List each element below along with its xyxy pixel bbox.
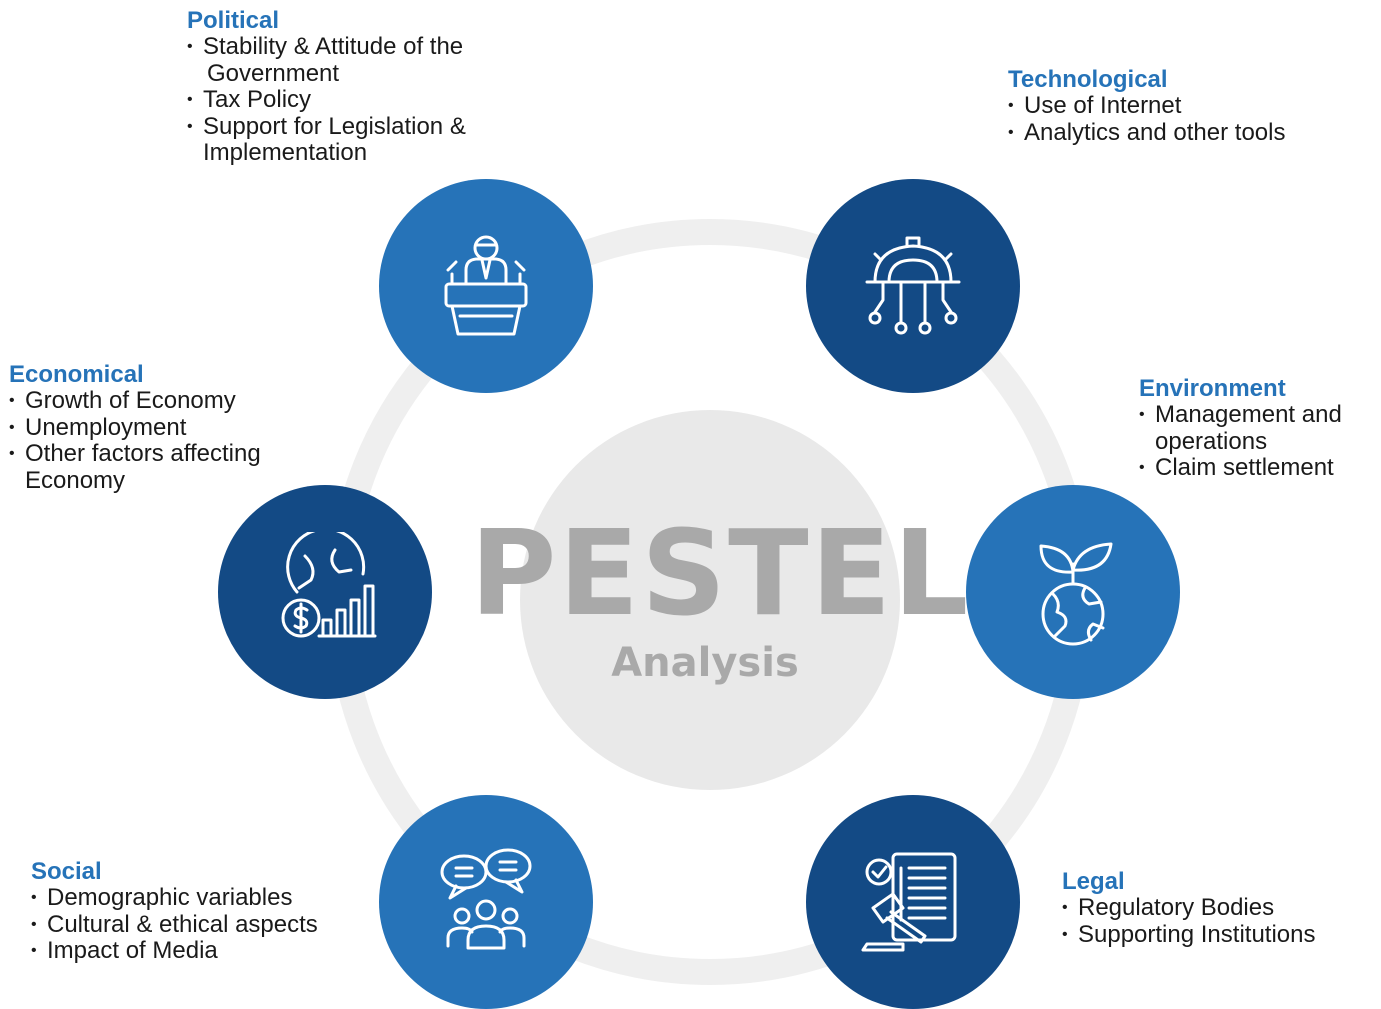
- political-block: Political Stability & Attitude of the Go…: [187, 8, 466, 167]
- economical-item: Unemployment: [9, 414, 261, 442]
- environment-title: Environment: [1139, 375, 1286, 402]
- political-item: Government: [207, 59, 340, 87]
- technological-item: Analytics and other tools: [1008, 119, 1285, 147]
- social-circle: [379, 795, 593, 1009]
- political-circle: [379, 179, 593, 393]
- social-item: Cultural & ethical aspects: [31, 911, 318, 939]
- legal-block: Legal Regulatory Bodies Supporting Insti…: [1062, 869, 1315, 948]
- economical-item: Economy: [25, 466, 126, 494]
- economical-item: Other factors affecting: [9, 440, 261, 468]
- document-gavel-icon: [861, 852, 957, 952]
- political-title: Political: [187, 7, 280, 34]
- environment-circle: [966, 485, 1180, 699]
- social-item: Demographic variables: [31, 884, 318, 912]
- social-title: Social: [31, 858, 102, 885]
- gear-circuit-icon: [865, 236, 961, 335]
- podium-speaker-icon: [444, 235, 528, 336]
- legal-item: Regulatory Bodies: [1062, 894, 1315, 922]
- technological-title: Technological: [1008, 66, 1168, 93]
- political-item: Stability & Attitude of the: [187, 33, 466, 61]
- political-item: Tax Policy: [187, 86, 466, 114]
- social-item: Impact of Media: [31, 937, 318, 965]
- chat-people-icon: [440, 848, 532, 950]
- social-block: Social Demographic variables Cultural & …: [31, 859, 318, 965]
- environment-item: Management and: [1139, 401, 1342, 429]
- environment-block: Environment Management and operations Cl…: [1139, 376, 1342, 482]
- legal-title: Legal: [1062, 868, 1125, 895]
- political-item: Support for Legislation &: [187, 113, 466, 141]
- globe-leaves-icon: [1039, 542, 1113, 646]
- economical-item: Growth of Economy: [9, 387, 261, 415]
- economical-title: Economical: [9, 361, 144, 388]
- center-hub: [520, 410, 900, 790]
- center-title: PESTEL: [470, 504, 971, 642]
- technological-block: Technological Use of Internet Analytics …: [1008, 67, 1285, 146]
- legal-circle: [806, 795, 1020, 1009]
- globe-dollar-chart-icon: [281, 532, 377, 638]
- technological-item: Use of Internet: [1008, 92, 1285, 120]
- political-item: Implementation: [203, 139, 368, 166]
- center-subtitle: Analysis: [611, 640, 799, 686]
- economical-circle: [218, 485, 432, 699]
- legal-item: Supporting Institutions: [1062, 921, 1315, 949]
- economical-block: Economical Growth of Economy Unemploymen…: [9, 362, 261, 494]
- technological-circle: [806, 179, 1020, 393]
- environment-item: Claim settlement: [1139, 454, 1342, 482]
- environment-item: operations: [1155, 427, 1268, 455]
